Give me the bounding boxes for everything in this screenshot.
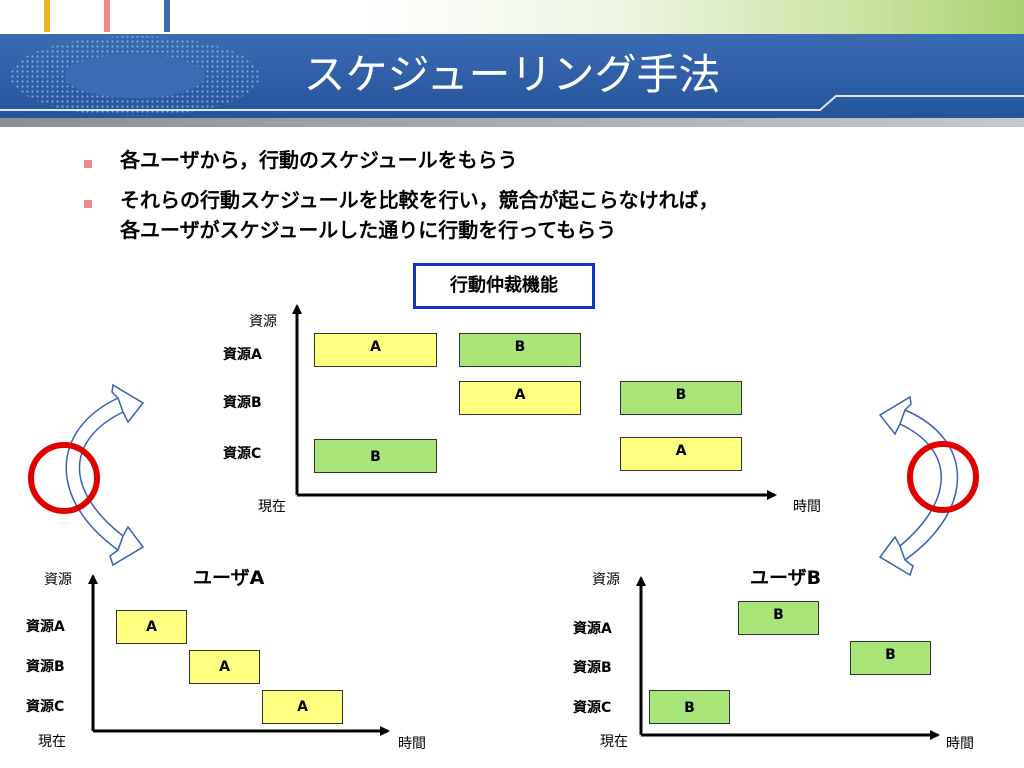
header-decoration xyxy=(0,36,1024,116)
arbiter-label: 行動仲裁機能 xyxy=(413,263,595,309)
main-block-b2: B xyxy=(620,381,742,415)
main-block-c2: A xyxy=(620,437,742,471)
main-y-axis-label: 資源 xyxy=(249,314,277,330)
decor-bar-orange xyxy=(44,0,50,32)
userb-resource-b-label: 資源B xyxy=(573,660,612,676)
usera-resource-c-label: 資源C xyxy=(26,699,65,715)
header-underline xyxy=(0,118,1024,127)
bullet-2: それらの行動スケジュールを比較を行い，競合が起こらなければ， xyxy=(120,188,719,212)
main-block-a2: B xyxy=(459,333,581,367)
userb-title: ユーザB xyxy=(750,567,822,589)
userb-resource-c-label: 資源C xyxy=(573,700,612,716)
userb-block-3: B xyxy=(649,690,730,724)
userb-x-axis-label: 時間 xyxy=(946,736,974,752)
main-resource-c-label: 資源C xyxy=(223,446,262,462)
usera-block-3: A xyxy=(262,690,343,724)
userb-origin-label: 現在 xyxy=(600,734,628,750)
usera-resource-a-label: 資源A xyxy=(26,619,65,635)
main-block-a1: A xyxy=(314,333,437,367)
usera-y-axis-label: 資源 xyxy=(44,572,72,588)
bullet-marker xyxy=(84,160,92,168)
usera-resource-b-label: 資源B xyxy=(26,659,65,675)
left-highlight-circle xyxy=(28,442,100,514)
right-highlight-circle xyxy=(907,441,979,513)
userb-block-2: B xyxy=(850,641,931,675)
main-resource-b-label: 資源B xyxy=(223,395,262,411)
bullet-marker xyxy=(84,200,92,208)
left-flow-arrow xyxy=(65,383,145,567)
right-flow-arrow xyxy=(878,395,959,577)
userb-y-axis-label: 資源 xyxy=(592,572,620,588)
bullet-2-continued: 各ユーザがスケジュールした通りに行動を行ってもらう xyxy=(120,218,617,242)
bullet-1: 各ユーザから，行動のスケジュールをもらう xyxy=(120,148,518,172)
slide-title: スケジューリング手法 xyxy=(303,50,721,99)
main-resource-a-label: 資源A xyxy=(223,347,262,363)
usera-block-2: A xyxy=(189,650,260,684)
usera-title: ユーザA xyxy=(193,567,265,589)
main-origin-label: 現在 xyxy=(258,499,286,515)
main-block-c1: B xyxy=(314,439,437,473)
usera-origin-label: 現在 xyxy=(38,734,66,750)
userb-block-1: B xyxy=(738,601,819,635)
main-block-b1: A xyxy=(459,381,581,415)
userb-resource-a-label: 資源A xyxy=(573,621,612,637)
decor-bar-blue xyxy=(164,0,170,32)
main-x-axis-label: 時間 xyxy=(793,499,821,515)
usera-block-1: A xyxy=(116,610,187,644)
usera-x-axis-label: 時間 xyxy=(398,736,426,752)
title-bar xyxy=(0,34,1024,118)
header-top-strip xyxy=(0,0,1024,34)
decor-bar-pink xyxy=(104,0,110,32)
